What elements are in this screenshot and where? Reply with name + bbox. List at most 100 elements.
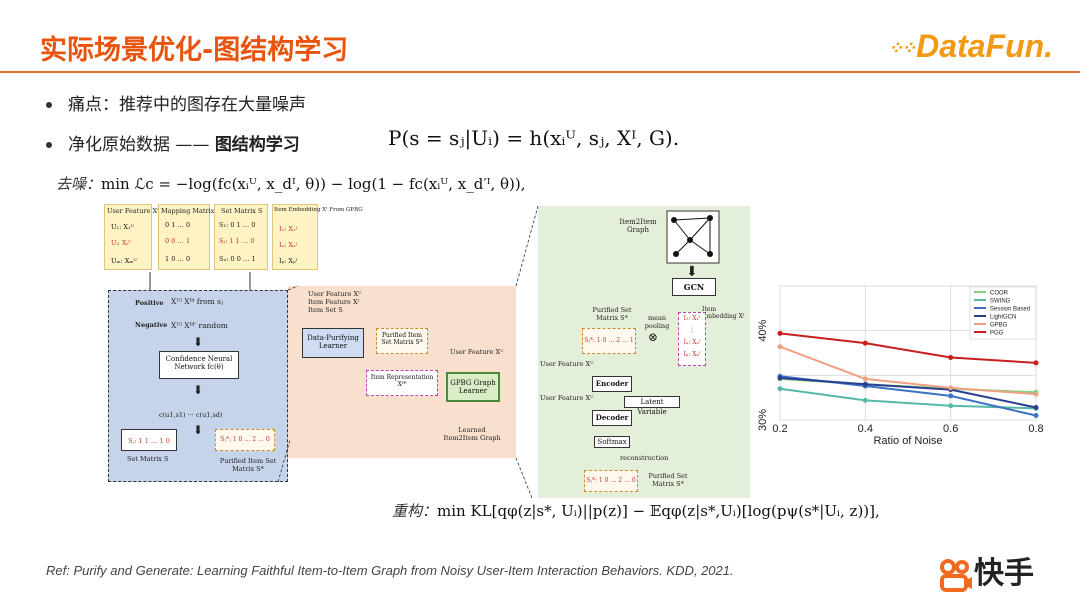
overview-panel: User Feature Xᵁ Item Feature Xᴵ Item Set…	[288, 286, 516, 458]
data-point	[777, 386, 783, 392]
matrix-entry: 0 0 … 1	[165, 237, 191, 245]
item2item-graph-label: Item2Item Graph	[619, 218, 657, 234]
x-tick-label: 0.8	[1028, 423, 1043, 435]
data-point	[1033, 413, 1039, 419]
item-representation-label: Item Representation Xᴵ*	[370, 374, 434, 388]
set-matrix: Set Matrix S S₁: 0 1 … 0 Sⱼ: 1 1 … 0 Sₙ:…	[214, 204, 268, 270]
combine-icon: ⊗	[648, 330, 659, 344]
user-feature-header: User Feature Xᵁ	[107, 207, 161, 215]
reconstruction-label: reconstruction	[620, 454, 669, 462]
purified-item-set-box: Purified Item Set Matrix S*	[376, 328, 428, 354]
bullet-dot-icon	[46, 102, 52, 108]
learned-graph-label: Learned Item2Item Graph	[443, 426, 501, 442]
purified-matrix-small: Sⱼ*: 1 0 … 2 … 0	[215, 429, 275, 451]
gpbg-box: GPBG Graph Learner	[446, 372, 500, 402]
set-matrix-header: Set Matrix S	[221, 207, 263, 215]
data-point	[862, 381, 868, 387]
purified-set-label: Purified Set Matrix S*	[592, 306, 632, 322]
data-point	[948, 354, 954, 360]
negative-text: Xᵁⁱ Xᴵᵈ′ random	[171, 321, 228, 330]
series-line	[779, 377, 1037, 409]
down-arrow-icon: ⬇	[193, 383, 204, 397]
denoise-formula: min ℒc = −log(fc(xᵢᵁ, x_dᴵ, θ)) − log(1 …	[101, 175, 526, 193]
legend-label: Session Based	[990, 307, 1030, 313]
item-representation-box: Item Representation Xᴵ*	[366, 370, 438, 396]
user-feature-matrix: User Feature Xᵁ U₁: X₁ᵁ Uᵢ: Xᵢᵁ Uₘ: Xₘᵁ	[104, 204, 161, 270]
down-arrow-icon: ⬇	[193, 335, 204, 349]
positive-label: Positive	[135, 299, 164, 307]
legend-label: LightGCN	[990, 315, 1016, 321]
legend-label: PGG	[990, 331, 1004, 337]
negative-label: Negative	[135, 321, 168, 329]
matrix-entry: 0 1 … 0	[165, 221, 191, 229]
classifier-box: Confidence Neural Network fc(θ)	[159, 351, 239, 379]
denoise-panel: Positive Xᵁⁱ Xᴵᵈ from sⱼ Negative Xᵁⁱ Xᴵ…	[108, 290, 288, 482]
down-arrow-icon: ⬇	[193, 423, 204, 437]
data-point	[1033, 391, 1039, 397]
x-tick-label: 0.6	[943, 423, 958, 435]
kuaishou-logo: 快手	[936, 548, 1034, 594]
data-point	[1033, 360, 1039, 366]
y-tick-label: 40%	[757, 319, 769, 341]
x-axis-label: Ratio of Noise	[873, 435, 942, 447]
gcn-label: GCN	[683, 282, 705, 292]
legend-box	[969, 286, 1037, 340]
recon-label: 重构：	[392, 502, 438, 520]
recon-line: 重构：min KL[qφ(z|s*, Uᵢ)||p(z)] − 𝔼qφ(z|s*…	[392, 500, 880, 521]
decoder-label: Decoder	[595, 413, 629, 422]
matrix-entry: Uᵢ: Xᵢᵁ	[111, 239, 132, 247]
purified-item-set-label: Purified Item Set Matrix S*	[381, 332, 423, 346]
brand-text: 快手	[974, 556, 1034, 591]
graph-icon	[666, 210, 720, 264]
bullet-text: 痛点：推荐中的图存在大量噪声	[68, 95, 306, 115]
peach-header: User Feature Xᵁ Item Feature Xᴵ Item Set…	[308, 290, 362, 314]
data-point	[777, 344, 783, 350]
purified-set-bottom-label: Purified Set Matrix S*	[648, 472, 688, 488]
matrix-entry: I₁: X₁ᴵ	[279, 225, 298, 233]
purified-set-box: Sⱼ*: 1 0 … 2 … 1	[582, 328, 636, 354]
positive-text: Xᵁⁱ Xᴵᵈ from sⱼ	[171, 297, 224, 306]
purified-set-bottom-box: Sⱼ*: 1 0 … 2 … 0	[584, 470, 638, 492]
reference-text: Ref: Purify and Generate: Learning Faith…	[46, 563, 734, 578]
kuaishou-logo-icon	[940, 558, 972, 592]
mapping-matrix: Mapping Matrix A 0 1 … 0 0 0 … 1 1 0 … 0	[158, 204, 221, 270]
series-line	[779, 332, 1037, 364]
denoise-line: 去噪：min ℒc = −log(fc(xᵢᵁ, x_dᴵ, θ)) − log…	[56, 173, 526, 194]
data-point	[777, 375, 783, 381]
legend-label: GPBG	[990, 323, 1008, 329]
gpbg-panel: Item2Item Graph ⬇ GCN Item Embedding Xᴵ …	[538, 206, 750, 498]
item-embedding-label: Item Embedding Xᴵ	[702, 306, 745, 320]
softmax-label: Softmax	[597, 438, 627, 446]
matrix-entry: Sⱼ: 1 1 … 0	[219, 237, 255, 245]
latent-variable-box: Latent Variable	[624, 396, 680, 416]
data-point	[862, 340, 868, 346]
decoder-box: Decoder	[592, 410, 632, 426]
matrix-entry: 1 0 … 0	[165, 255, 191, 263]
data-point	[948, 385, 954, 391]
encoder-box: Encoder	[592, 376, 632, 392]
bullet-bold-text: 图结构学习	[214, 135, 300, 155]
slide-title: 实际场景优化-图结构学习	[40, 35, 349, 66]
bullet-dot-icon	[46, 142, 52, 148]
user-feature-decoder: User Feature Xᵁ	[540, 394, 594, 402]
user-feature-label: User Feature Xᵁ	[450, 348, 504, 356]
x-tick-label: 0.4	[858, 423, 873, 435]
set-matrix-label: Set Matrix S	[127, 455, 169, 463]
matrix-entry: Uₘ: Xₘᵁ	[111, 257, 137, 265]
logo-dots-icon: ⁘⁘	[888, 38, 916, 59]
matrix-entry: Sₙ: 0 0 … 1	[219, 255, 256, 263]
matrix-entry: Iₚ: Xₚᴵ	[279, 257, 298, 265]
data-purifying-box: Data-Purifying Learner	[302, 328, 364, 358]
latent-label: Latent Variable	[637, 398, 667, 416]
softmax-box: Softmax	[594, 436, 630, 448]
legend-label: COOR	[990, 291, 1009, 297]
y-tick-label: 30%	[757, 409, 769, 431]
series-line	[779, 345, 1037, 396]
purified-item-label: Purified Item Set Matrix S*	[219, 457, 277, 473]
bullet-text: 净化原始数据 ——	[68, 135, 215, 155]
matrix-entry: S₁: 0 1 … 0	[219, 221, 256, 229]
matrix-entry: U₁: X₁ᵁ	[111, 223, 135, 231]
user-feature-encoder: User Feature Xᵁ	[540, 360, 594, 368]
data-point	[862, 397, 868, 403]
c-row: c(u1,s1) ··· c(u1,sd)	[159, 411, 223, 419]
